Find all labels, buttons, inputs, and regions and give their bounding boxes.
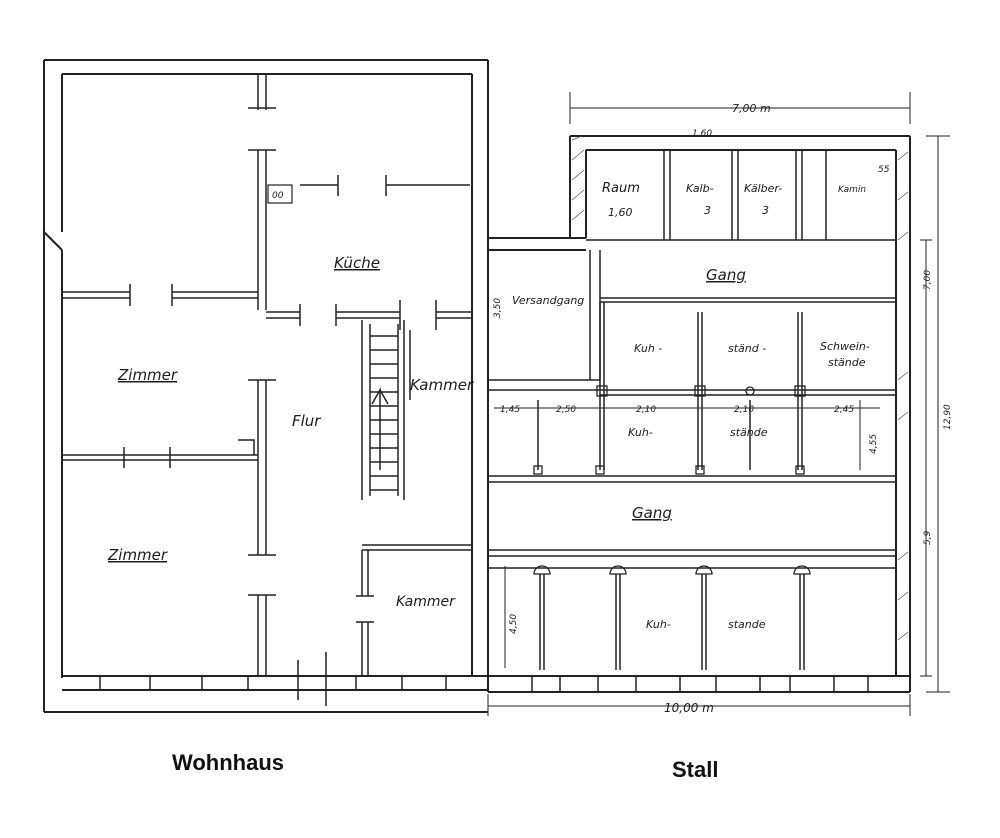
room-label-kuh-mid-1: Kuh-: [628, 426, 653, 439]
stove-label: 00: [272, 191, 284, 201]
room-label-kalb: Kalb-: [686, 182, 714, 195]
dim-right-upper: 7,00: [923, 270, 933, 290]
dim-corner-55: 55: [878, 165, 890, 175]
room-label-schwein-1: Schwein-: [820, 340, 870, 353]
room-label-gang-upper: Gang: [706, 266, 746, 284]
caption-wohnhaus: Wohnhaus: [172, 750, 285, 775]
room-label-kalb-num: 3: [704, 204, 711, 217]
dim-top-small: 1,60: [692, 129, 712, 139]
stall-outer-walls: [471, 135, 911, 693]
wall-hatching: [571, 135, 909, 641]
room-label-kuh-low-1: Kuh-: [646, 618, 671, 631]
dim-stall-145: 1,45: [500, 405, 520, 415]
room-label-kuh-upper-1: Kuh -: [634, 342, 662, 355]
dim-stall-245: 2,45: [834, 405, 854, 415]
room-label-kaelber-num: 3: [762, 204, 769, 217]
room-label-flur: Flur: [292, 412, 321, 430]
dim-stall-350: 3,50: [493, 298, 503, 318]
room-label-kammer-lower: Kammer: [396, 594, 456, 610]
dim-stall-455: 4,55: [869, 434, 879, 454]
dim-stall-210a: 2,10: [636, 405, 656, 415]
room-label-kuh-upper-2: ständ -: [728, 342, 766, 355]
dim-stall-210b: 2,10: [734, 405, 754, 415]
room-label-zimmer-upper: Zimmer: [117, 366, 178, 384]
dim-stall-250: 2,50: [556, 405, 576, 415]
dim-right-lower: 5,9: [923, 530, 933, 545]
room-label-kamin: Kamin: [838, 185, 866, 195]
dimension-lines: [487, 92, 950, 716]
room-label-versandgang: Versandgang: [512, 294, 584, 307]
caption-stall: Stall: [672, 757, 719, 782]
room-label-gang-lower: Gang: [632, 504, 672, 522]
room-label-kaelber: Kälber-: [744, 182, 782, 195]
staircase-icon: [369, 324, 399, 496]
room-label-raum-size: 1,60: [608, 206, 633, 219]
room-label-zimmer-lower: Zimmer: [107, 546, 168, 564]
stove-icon: [267, 184, 293, 204]
room-label-raum: Raum: [602, 181, 640, 196]
room-label-kuh-low-2: stande: [728, 618, 766, 631]
room-label-schwein-2: stände: [828, 356, 866, 369]
stall-posts: [533, 385, 811, 575]
wohnhaus-outer-walls: [43, 59, 489, 713]
wohnhaus-interior-walls: [62, 74, 472, 706]
dim-stall-450: 4,50: [509, 614, 519, 634]
room-label-kueche: Küche: [334, 254, 380, 272]
room-label-kuh-mid-2: stände: [730, 426, 768, 439]
room-label-kammer-upper: Kammer: [410, 376, 474, 394]
dim-right-total: 12,90: [943, 404, 953, 430]
dim-top-width: 7,00 m: [732, 102, 771, 115]
stall-interior-walls: [488, 150, 896, 692]
dim-bottom-width: 10,00 m: [664, 701, 714, 715]
